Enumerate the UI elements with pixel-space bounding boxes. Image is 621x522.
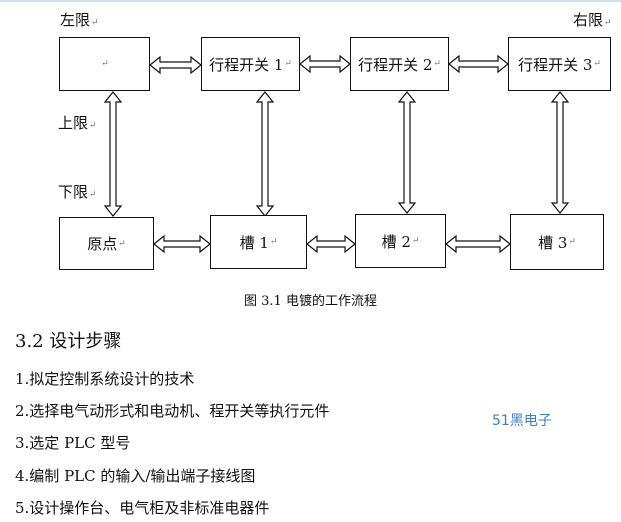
arrow-tank2-tank3 [445,234,511,254]
arrow-switch2-switch3 [448,54,509,74]
arrow-start-switch1 [149,55,202,75]
step-item: 3.选定 PLC 型号 [15,434,131,452]
right-limit-label: 右限↵ [573,11,612,29]
origin-box: 原点↵ [59,217,154,270]
arrow-switch3-tank3 [550,91,570,214]
tank-1-box: 槽 1↵ [210,215,307,269]
left-limit-label: 左限↵ [60,11,99,29]
arrow-switch1-switch2 [299,54,351,74]
arrow-start-origin [103,91,123,217]
top-rule [0,0,621,2]
switch-2-box: 行程开关 2↵ [350,37,449,91]
section-title: 3.2 设计步骤 [15,331,122,352]
step-item: 1.拟定控制系统设计的技术 [15,370,195,388]
arrow-origin-tank1 [153,234,211,254]
flow-arrows [103,54,570,254]
arrow-switch1-tank1 [255,91,275,217]
arrow-switch2-tank2 [397,91,417,214]
start-box: ↵ [59,37,150,91]
step-item: 4.编制 PLC 的输入/输出端子接线图 [15,467,256,485]
upper-limit-label: 上限↵ [58,114,97,132]
switch-1-box: 行程开关 1↵ [201,37,300,91]
step-item: 2.选择电气动形式和电动机、程开关等执行元件 [15,402,330,420]
switch-3-box: 行程开关 3↵ [508,37,611,91]
lower-limit-label: 下限↵ [58,183,97,201]
step-item: 5.设计操作台、电气柜及非标准电器件 [15,499,270,517]
arrow-tank1-tank2 [306,234,356,254]
watermark: 51黑电子 [492,413,552,429]
tank-3-box: 槽 3↵ [510,214,604,270]
tank-2-box: 槽 2↵ [355,214,446,268]
figure-caption: 图 3.1 电镀的工作流程 [244,294,377,309]
